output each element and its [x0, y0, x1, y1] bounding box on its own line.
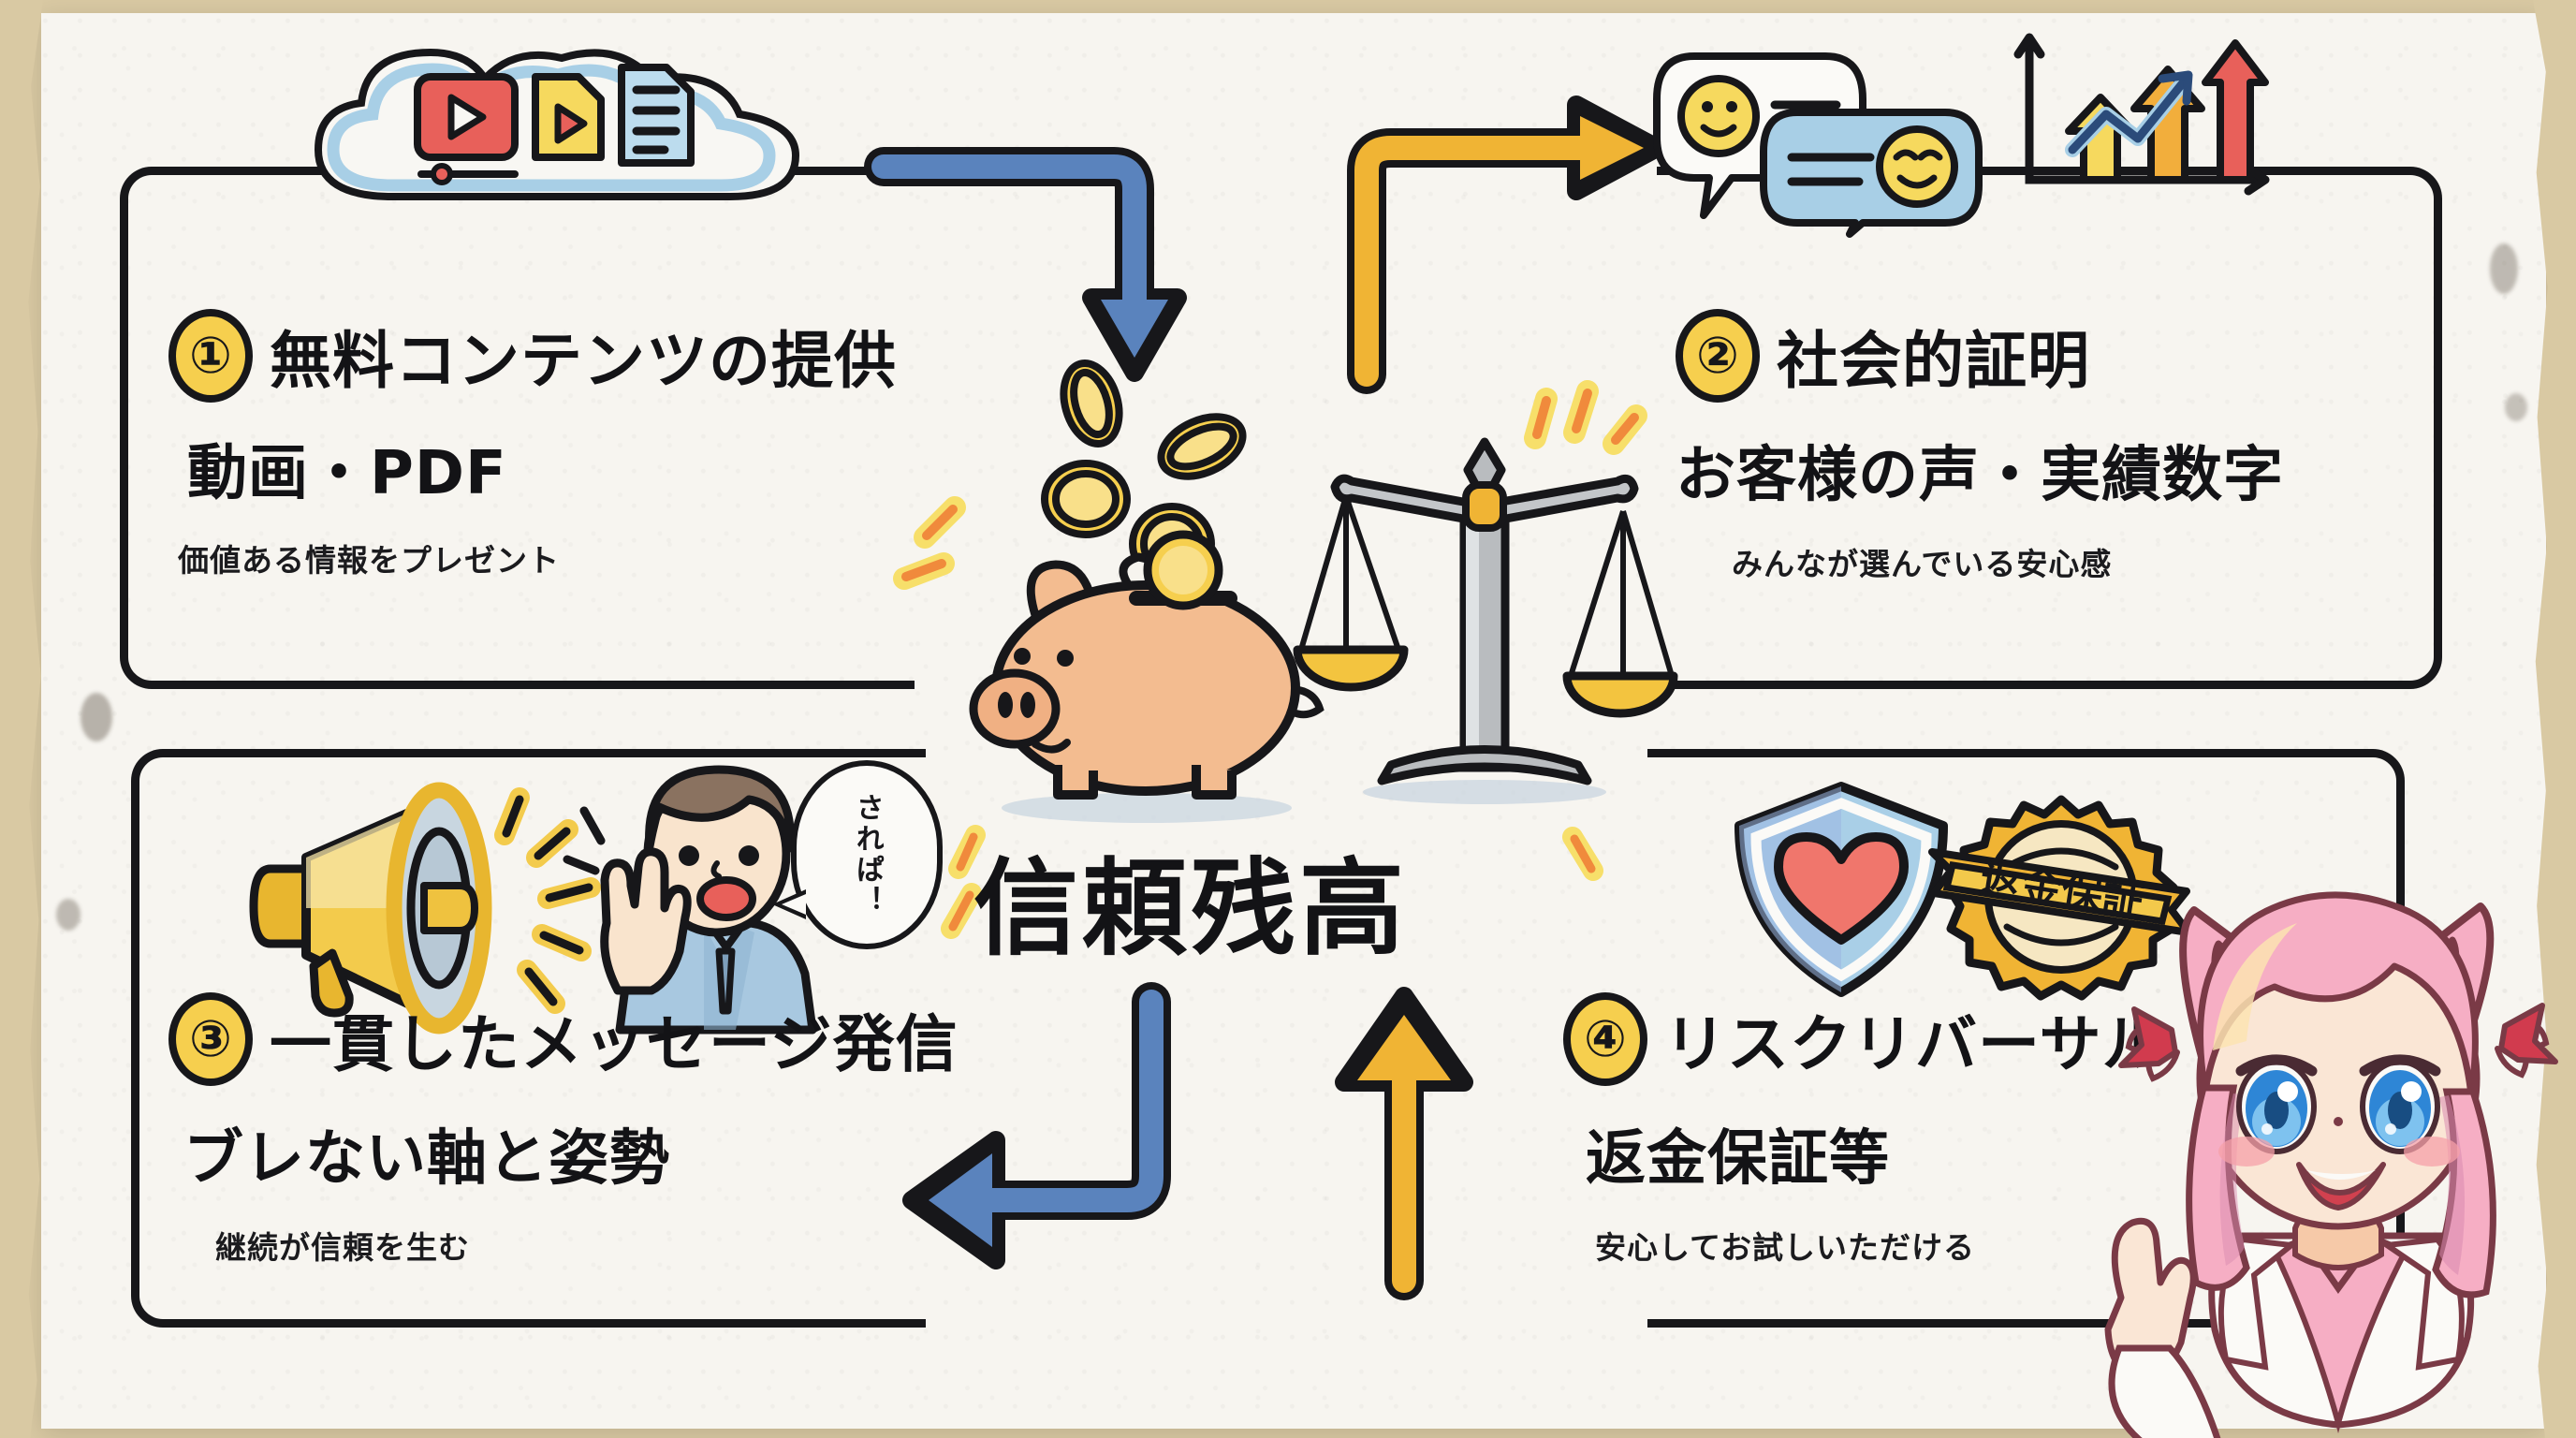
quadrant-2-subtitle-row: お客様の声・実績数字 [1670, 427, 2290, 513]
quadrant-2-number: ② [1676, 309, 1760, 403]
balance-scale-icon [1293, 437, 1678, 804]
arrow-center-to-q3 [902, 982, 1171, 1269]
megaphone-icon [249, 782, 601, 1034]
quadrant-1-title: 無料コンテンツの提供 [264, 311, 902, 401]
sparkle-icon [893, 496, 966, 590]
quadrant-1-subtitle: 動画・PDF [182, 425, 513, 511]
quadrant-3-text: ③ 一貫したメッセージ発信 ブレない軸と姿勢 継続が信頼を生む [168, 992, 964, 1268]
anime-cat-girl-mascot [2104, 891, 2558, 1438]
quadrant-3-subtitle: ブレない軸と姿勢 [178, 1110, 676, 1196]
quadrant-4-subtitle: 返金保証等 [1580, 1110, 1895, 1196]
paper-smudge [2490, 243, 2518, 294]
quadrant-4-number: ④ [1563, 992, 1647, 1086]
paper-smudge [2505, 393, 2527, 421]
quadrant-3-caption: 継続が信頼を生む [215, 1229, 470, 1266]
quadrant-4-title: リスクリバーサル [1659, 994, 2171, 1084]
center-title: 信頼残高 [968, 824, 1413, 976]
quadrant-4-title-row: ④ リスクリバーサル [1563, 992, 2349, 1086]
paper-torn-edge-left [0, 0, 43, 1438]
speech-bubble-text: されぱ！ [850, 793, 884, 917]
sparkle-icon [941, 825, 986, 939]
quadrant-1-subtitle-row: 動画・PDF [182, 425, 908, 511]
sparkle-icon [1524, 380, 1647, 455]
guarantee-seal-icon: 返金保証 [1928, 795, 2192, 1001]
quadrant-1-number: ① [168, 309, 253, 403]
paper-smudge [56, 899, 80, 931]
arrow-q4-to-center [1335, 987, 1473, 1300]
quadrant-1-text: ① 無料コンテンツの提供 動画・PDF 価値ある情報をプレゼント [168, 309, 908, 580]
quadrant-4-subtitle-row: 返金保証等 [1580, 1110, 2349, 1196]
speech-bubble-tail [772, 889, 806, 919]
speech-bubble: されぱ！ [772, 760, 943, 949]
growth-chart-icon [2013, 33, 2270, 196]
shield-heart-icon [1734, 782, 1948, 997]
waving-person-icon [563, 765, 817, 1034]
quadrant-2-caption: みんなが選んでいる安心感 [1732, 546, 2113, 582]
quadrant-3-frame [131, 749, 932, 1328]
quadrant-2-title-row: ② 社会的証明 [1676, 309, 2096, 403]
arrow-center-to-q2 [1347, 95, 1666, 394]
quadrant-4-caption: 安心してお試しいただける [1595, 1229, 1976, 1266]
quadrant-2-title: 社会的証明 [1771, 311, 2096, 401]
quadrant-4-text: ④ リスクリバーサル 返金保証等 安心してお試しいただける [1563, 992, 2349, 1268]
center-title-wrap: 信頼残高 [968, 824, 1413, 976]
quadrant-3-title: 一貫したメッセージ発信 [264, 994, 964, 1084]
quadrant-3-number: ③ [168, 992, 253, 1086]
quadrant-2-text: ② 社会的証明 お客様の声・実績数字 みんなが選んでいる安心感 [1670, 309, 2443, 584]
cloud-media-icon [314, 48, 800, 200]
chat-bubbles-icon [1653, 52, 1983, 238]
arrow-q1-to-center [864, 147, 1187, 382]
sparkle-icon [1562, 827, 1603, 881]
quadrant-1-caption: 価値ある情報をプレゼント [178, 542, 560, 579]
quadrant-3-subtitle-row: ブレない軸と姿勢 [178, 1110, 917, 1196]
piggy-bank-icon [969, 530, 1325, 823]
quadrant-2-subtitle: お客様の声・実績数字 [1670, 427, 2290, 513]
paper-smudge [80, 693, 112, 741]
quadrant-1-title-row: ① 無料コンテンツの提供 [168, 309, 908, 403]
quadrant-3-title-row: ③ 一貫したメッセージ発信 [168, 992, 964, 1086]
